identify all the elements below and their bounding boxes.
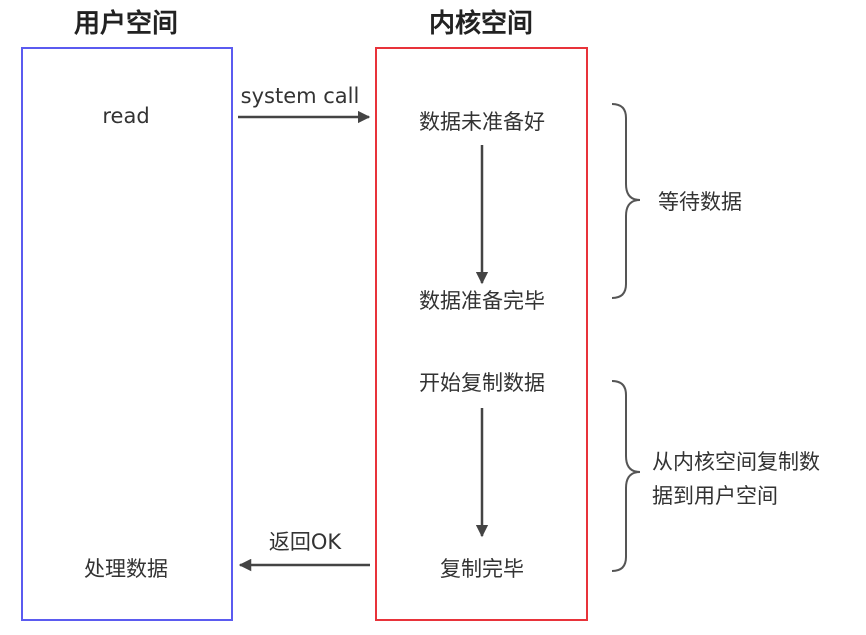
copy-phase-line2: 据到用户空间 xyxy=(652,484,778,508)
data-not-ready-label: 数据未准备好 xyxy=(419,110,545,134)
copy-done-label: 复制完毕 xyxy=(440,557,524,581)
read-label: read xyxy=(102,104,150,128)
data-ready-label: 数据准备完毕 xyxy=(419,289,545,313)
system-call-label: system call xyxy=(240,84,360,108)
copy-phase-line1: 从内核空间复制数 xyxy=(652,450,820,474)
start-copy-label: 开始复制数据 xyxy=(419,371,545,395)
copy-phase-label: 从内核空间复制数 据到用户空间 xyxy=(652,445,820,513)
kernel-space-heading: 内核空间 xyxy=(428,9,534,39)
user-space-box xyxy=(21,47,233,621)
kernel-space-box xyxy=(375,47,588,621)
process-data-label: 处理数据 xyxy=(84,557,168,581)
return-ok-label: 返回OK xyxy=(268,530,342,554)
wait-data-label: 等待数据 xyxy=(658,190,742,214)
copy-brace xyxy=(611,380,641,572)
user-space-heading: 用户空间 xyxy=(73,9,179,39)
wait-brace xyxy=(611,103,641,299)
